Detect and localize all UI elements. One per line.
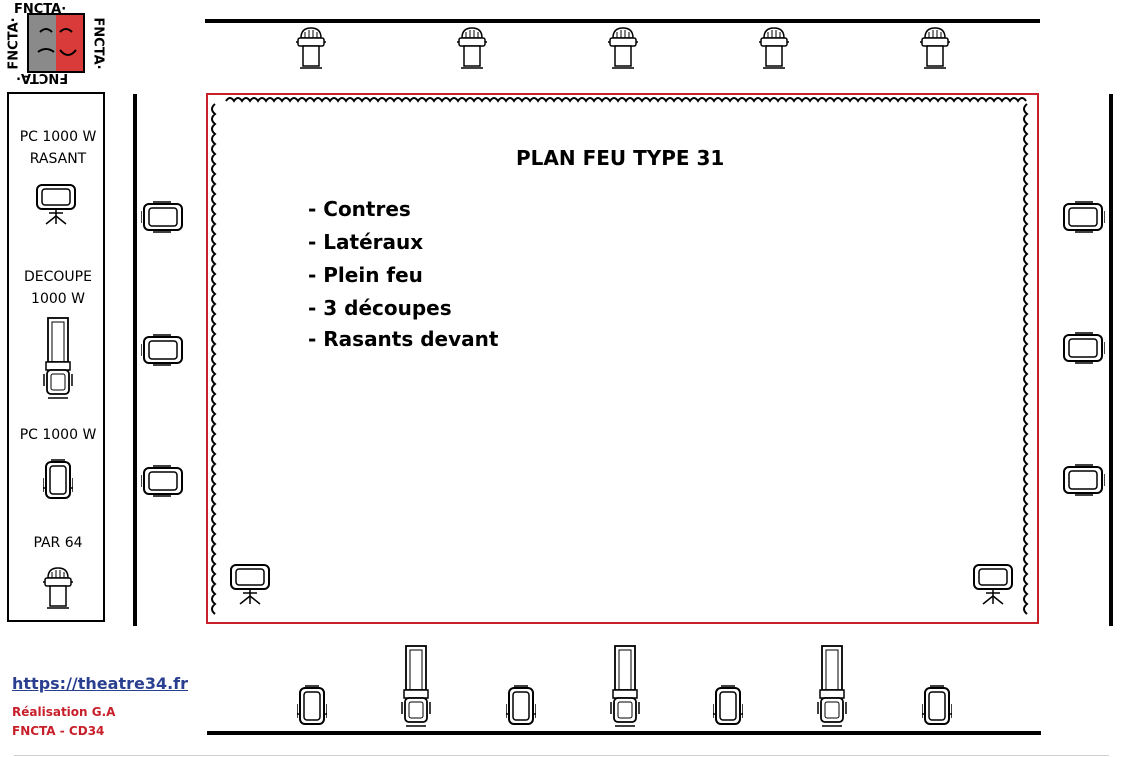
pc-icon [713, 684, 743, 728]
par64-icon [457, 24, 487, 70]
pc-icon [506, 684, 536, 728]
bottom-rule [14, 755, 1109, 756]
legend-box: PC 1000 W RASANT DECOUPE 1000 W PC 1000 … [7, 92, 105, 622]
decoupe-icon [609, 644, 641, 728]
plan-item-contres: - Contres [308, 197, 411, 221]
pc-icon [1061, 332, 1105, 364]
pc-rasant-icon [228, 562, 272, 606]
curtain-right [1023, 103, 1029, 615]
legend-label-pc-rasant: PC 1000 W RASANT [19, 129, 97, 167]
pc-icon [1061, 201, 1105, 233]
logo-text-left: FNCTA· [6, 17, 22, 70]
credit-author: Réalisation G.A [12, 705, 116, 719]
plan-item-lateraux: - Latéraux [308, 230, 424, 254]
pc-rasant-icon [34, 182, 78, 226]
pc-rasant-icon [971, 562, 1015, 606]
pc-icon [43, 458, 73, 502]
website-link[interactable]: https://theatre34.fr [12, 674, 189, 693]
logo-text-bottom: FNCTA· [16, 70, 69, 85]
curtain-left [211, 103, 217, 615]
pc-icon [141, 201, 185, 233]
curtain-top [225, 97, 1027, 103]
logo-text-right: FNCTA· [90, 17, 106, 70]
legend-label-decoupe: DECOUPE 1000 W [24, 269, 92, 307]
left-pipe [133, 94, 137, 626]
plan-title: PLAN FEU TYPE 31 [516, 146, 725, 170]
bottom-pipe [207, 731, 1041, 735]
pc-icon [1061, 464, 1105, 496]
plan-item-plein-feu: - Plein feu [308, 263, 423, 287]
pc-icon [297, 684, 327, 728]
plan-item-decoupes: - 3 découpes [308, 296, 452, 320]
fncta-logo: FNCTA· FNCTA· FNCTA· FNCTA· [6, 2, 106, 88]
legend-label-pc: PC 1000 W [19, 427, 97, 443]
plan-item-rasants: - Rasants devant [308, 327, 499, 351]
pc-icon [922, 684, 952, 728]
top-pipe [205, 19, 1040, 23]
right-pipe [1109, 94, 1113, 626]
decoupe-icon [42, 316, 74, 400]
par64-icon [296, 24, 326, 70]
pc-icon [141, 334, 185, 366]
decoupe-icon [816, 644, 848, 728]
stage-area [206, 93, 1039, 624]
par64-icon [608, 24, 638, 70]
decoupe-icon [400, 644, 432, 728]
legend-label-par64: PAR 64 [33, 535, 83, 551]
par64-icon [43, 564, 73, 610]
credit-org: FNCTA - CD34 [12, 724, 105, 738]
par64-icon [920, 24, 950, 70]
logo-text-top: FNCTA· [14, 2, 67, 17]
pc-icon [141, 465, 185, 497]
par64-icon [759, 24, 789, 70]
